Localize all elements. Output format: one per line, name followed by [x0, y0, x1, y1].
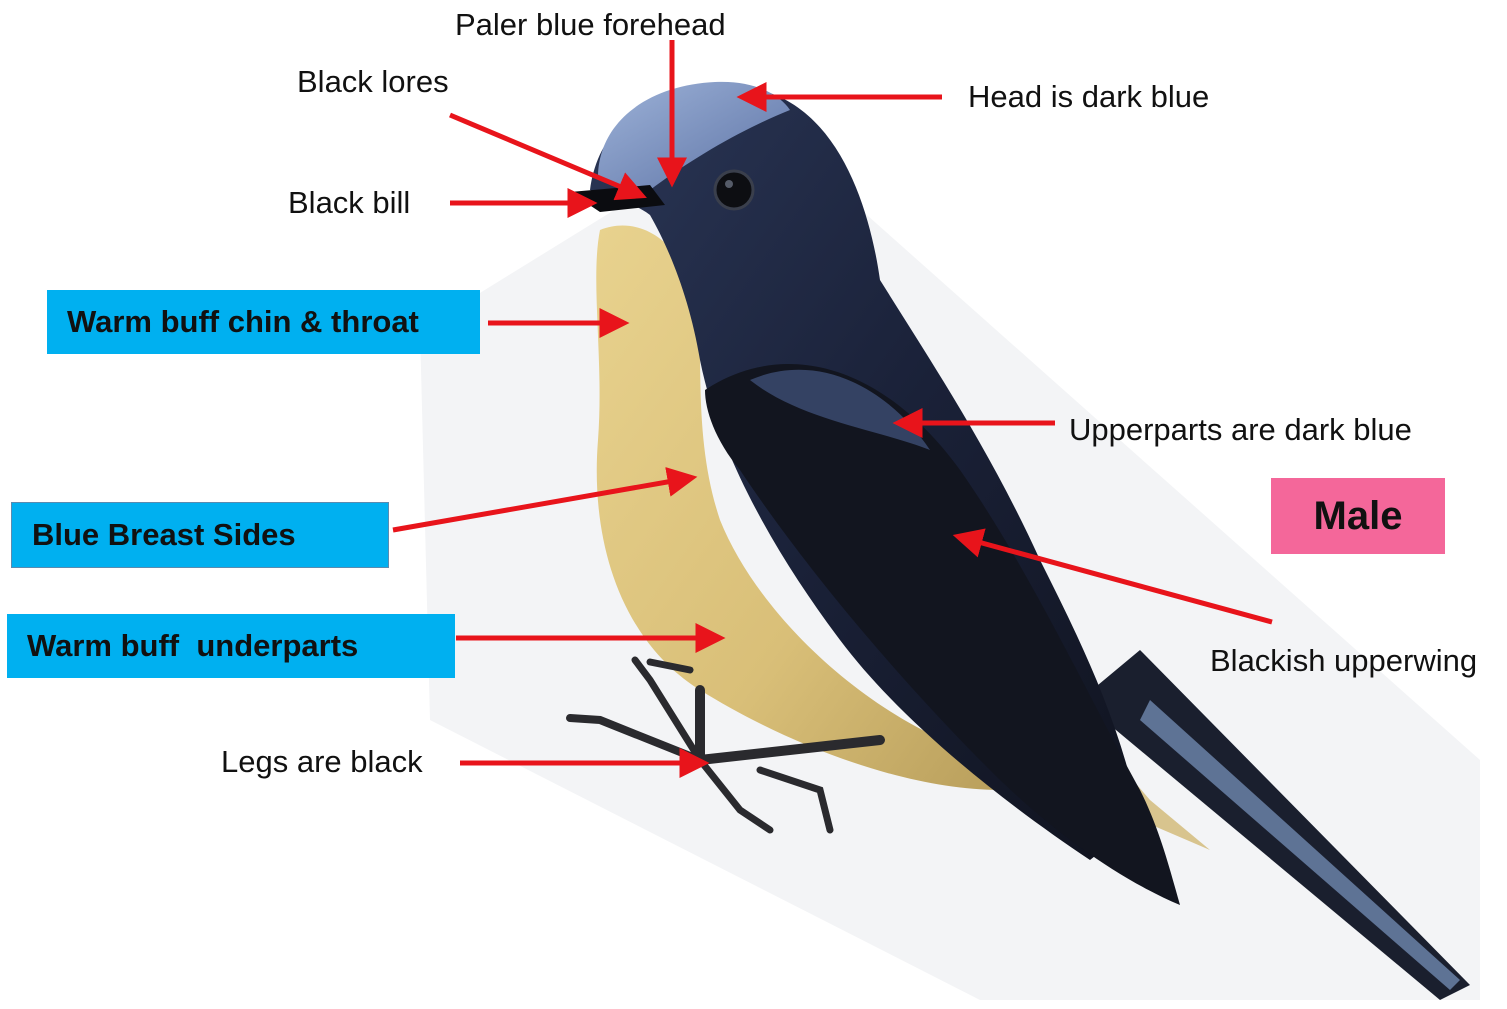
eye: [715, 171, 753, 209]
label-legs: Legs are black: [221, 746, 423, 777]
label-lores: Black lores: [297, 66, 449, 97]
label-underparts: Warm buff underparts: [7, 614, 455, 678]
label-head: Head is dark blue: [968, 81, 1209, 112]
label-upperparts: Upperparts are dark blue: [1069, 414, 1412, 445]
label-forehead: Paler blue forehead: [455, 9, 726, 40]
sex-badge: Male: [1271, 478, 1445, 554]
label-bill: Black bill: [288, 187, 410, 218]
label-upperwing: Blackish upperwing: [1210, 645, 1477, 676]
label-breast-sides: Blue Breast Sides: [11, 502, 389, 568]
label-chin-throat: Warm buff chin & throat: [47, 290, 480, 354]
